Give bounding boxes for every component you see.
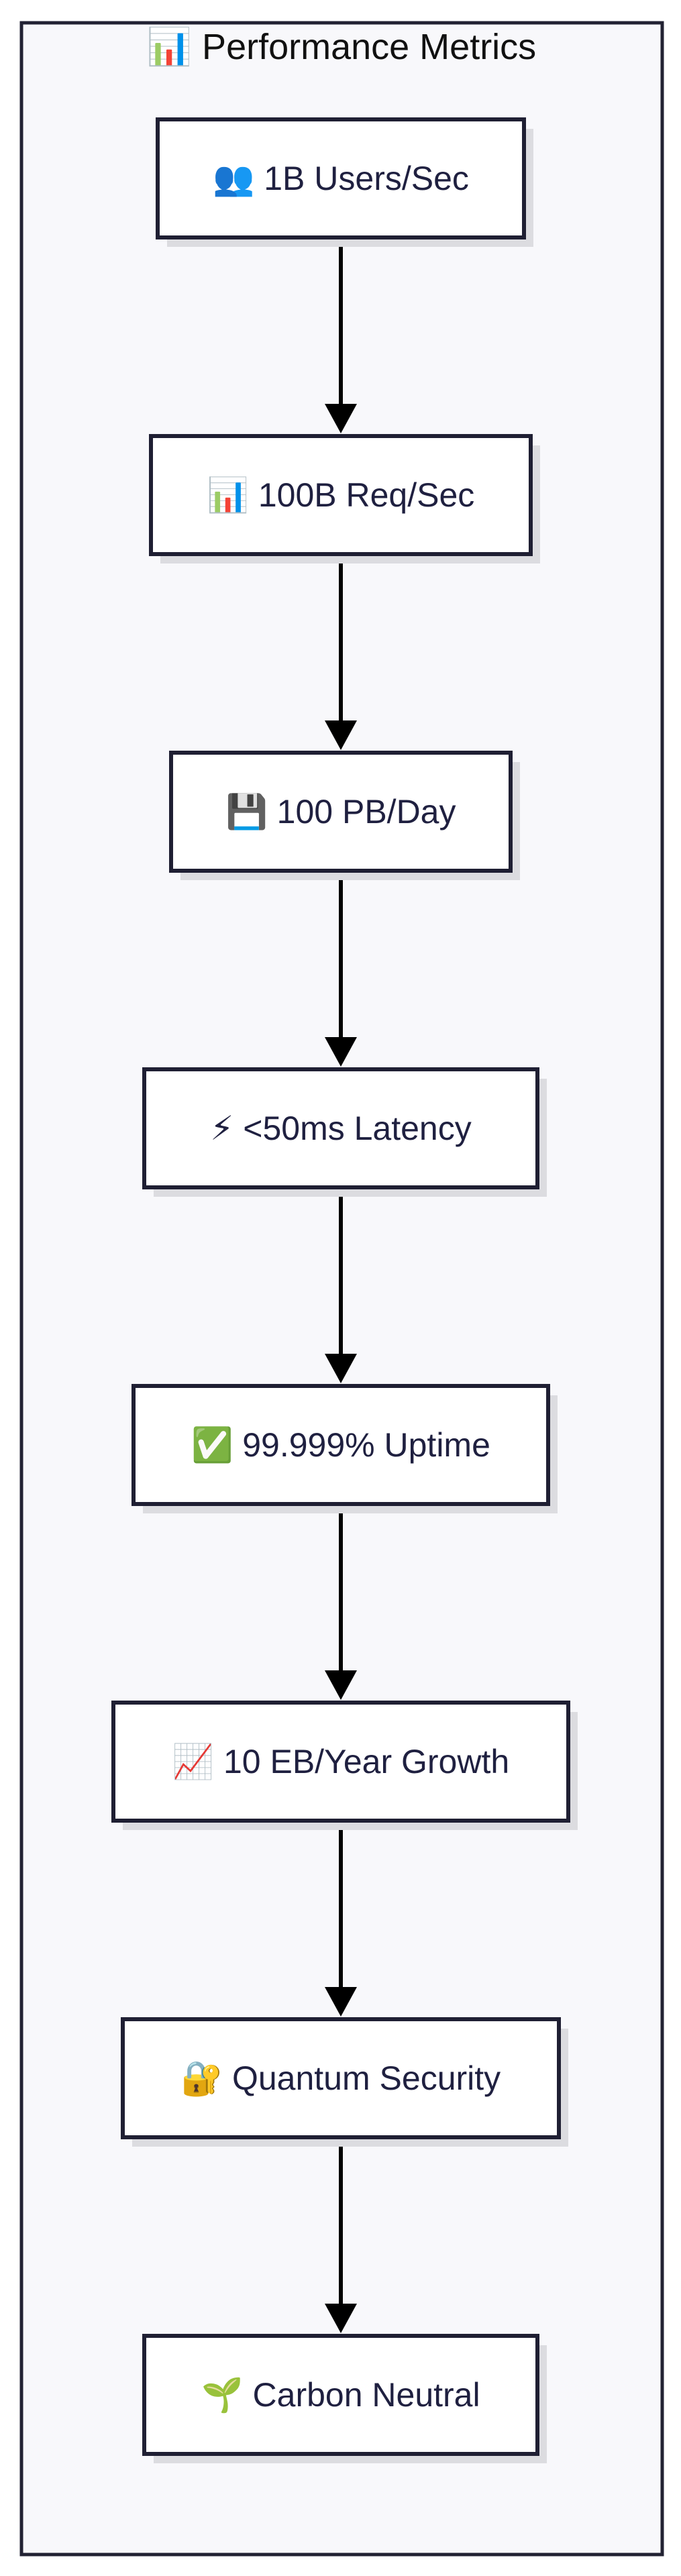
flow-node: ⚡ <50ms Latency [142,1067,547,1197]
node-label: 📈 10 EB/Year Growth [172,1742,509,1780]
node-box [132,1384,550,1506]
arrowhead-icon [325,1037,357,1067]
arrowhead-icon [325,2304,357,2333]
arrowhead-icon [325,720,357,750]
node-label: 🌱 Carbon Neutral [201,2376,480,2414]
node-box [111,1701,570,1823]
arrowhead-icon [325,1354,357,1383]
node-box [142,1067,539,1189]
arrowhead-icon [325,1987,357,2017]
flow-node: ✅ 99.999% Uptime [132,1384,558,1513]
node-box [142,2334,539,2456]
flow-node: 👥 1B Users/Sec [156,117,533,247]
node-box [156,117,526,239]
flow-node: 🔐 Quantum Security [121,2017,568,2147]
node-box [121,2017,561,2139]
nodes-layer: 👥 1B Users/Sec 📊 100B Req/Sec 💾 100 PB/Day… [111,117,578,2463]
arrowhead-icon [325,1670,357,1700]
node-label: 🔐 Quantum Security [181,2059,501,2097]
edges-layer [325,239,357,2333]
arrowhead-icon [325,404,357,433]
node-label: 📊 100B Req/Sec [207,476,475,514]
node-label: 💾 100 PB/Day [226,792,456,830]
flow-node: 📊 100B Req/Sec [149,434,540,564]
node-label: ✅ 99.999% Uptime [191,1426,490,1464]
node-label: ⚡ <50ms Latency [210,1110,471,1147]
flow-node: 🌱 Carbon Neutral [142,2334,547,2463]
node-box [169,751,513,873]
node-label: 👥 1B Users/Sec [213,160,469,197]
subgraph-title: 📊 Performance Metrics [147,26,536,67]
flow-node: 💾 100 PB/Day [169,751,520,880]
flow-node: 📈 10 EB/Year Growth [111,1701,578,1830]
node-box [149,434,533,556]
